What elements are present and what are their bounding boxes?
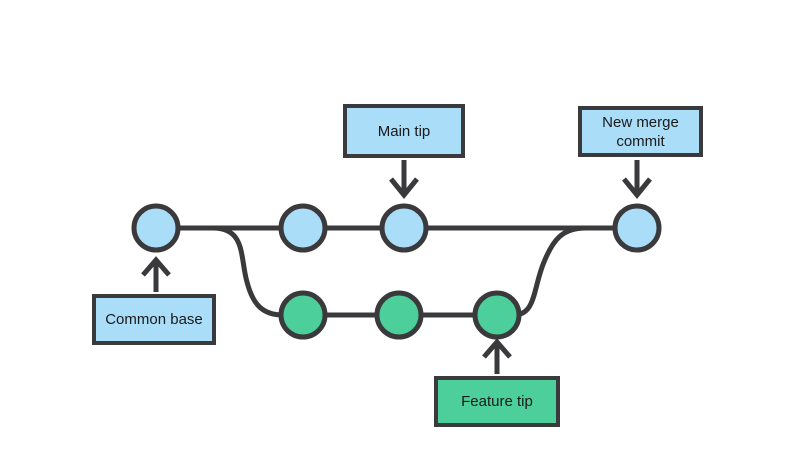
label-box-new-merge-commit[interactable]: New merge commit (578, 106, 703, 157)
edge-branch-off (210, 225, 286, 318)
label-box-feature-tip[interactable]: Feature tip (434, 376, 560, 427)
commit-node-feature-tip[interactable] (472, 290, 522, 340)
arrow-new-merge-commit (622, 160, 652, 199)
label-text-new-merge-commit: New merge commit (602, 113, 679, 150)
arrow-common-base (141, 256, 171, 292)
commit-node-main-1[interactable] (278, 203, 328, 253)
main-branch-nodes (131, 203, 662, 253)
commit-node-common-base[interactable] (131, 203, 181, 253)
commit-node-main-tip[interactable] (379, 203, 429, 253)
arrow-feature-tip (482, 338, 512, 374)
label-box-main-tip[interactable]: Main tip (343, 104, 465, 158)
label-text-common-base: Common base (105, 311, 203, 328)
arrow-main-tip (389, 160, 419, 199)
commit-node-feature-1[interactable] (278, 290, 328, 340)
label-text-feature-tip: Feature tip (461, 393, 533, 410)
branch-connectors (171, 225, 622, 318)
commit-node-feature-2[interactable] (374, 290, 424, 340)
commit-node-merge-commit[interactable] (612, 203, 662, 253)
feature-branch-nodes (278, 290, 522, 340)
label-text-main-tip: Main tip (377, 122, 431, 140)
edge-merge-curve (511, 225, 589, 318)
label-box-common-base[interactable]: Common base (92, 294, 216, 345)
annotation-arrows (141, 160, 652, 374)
